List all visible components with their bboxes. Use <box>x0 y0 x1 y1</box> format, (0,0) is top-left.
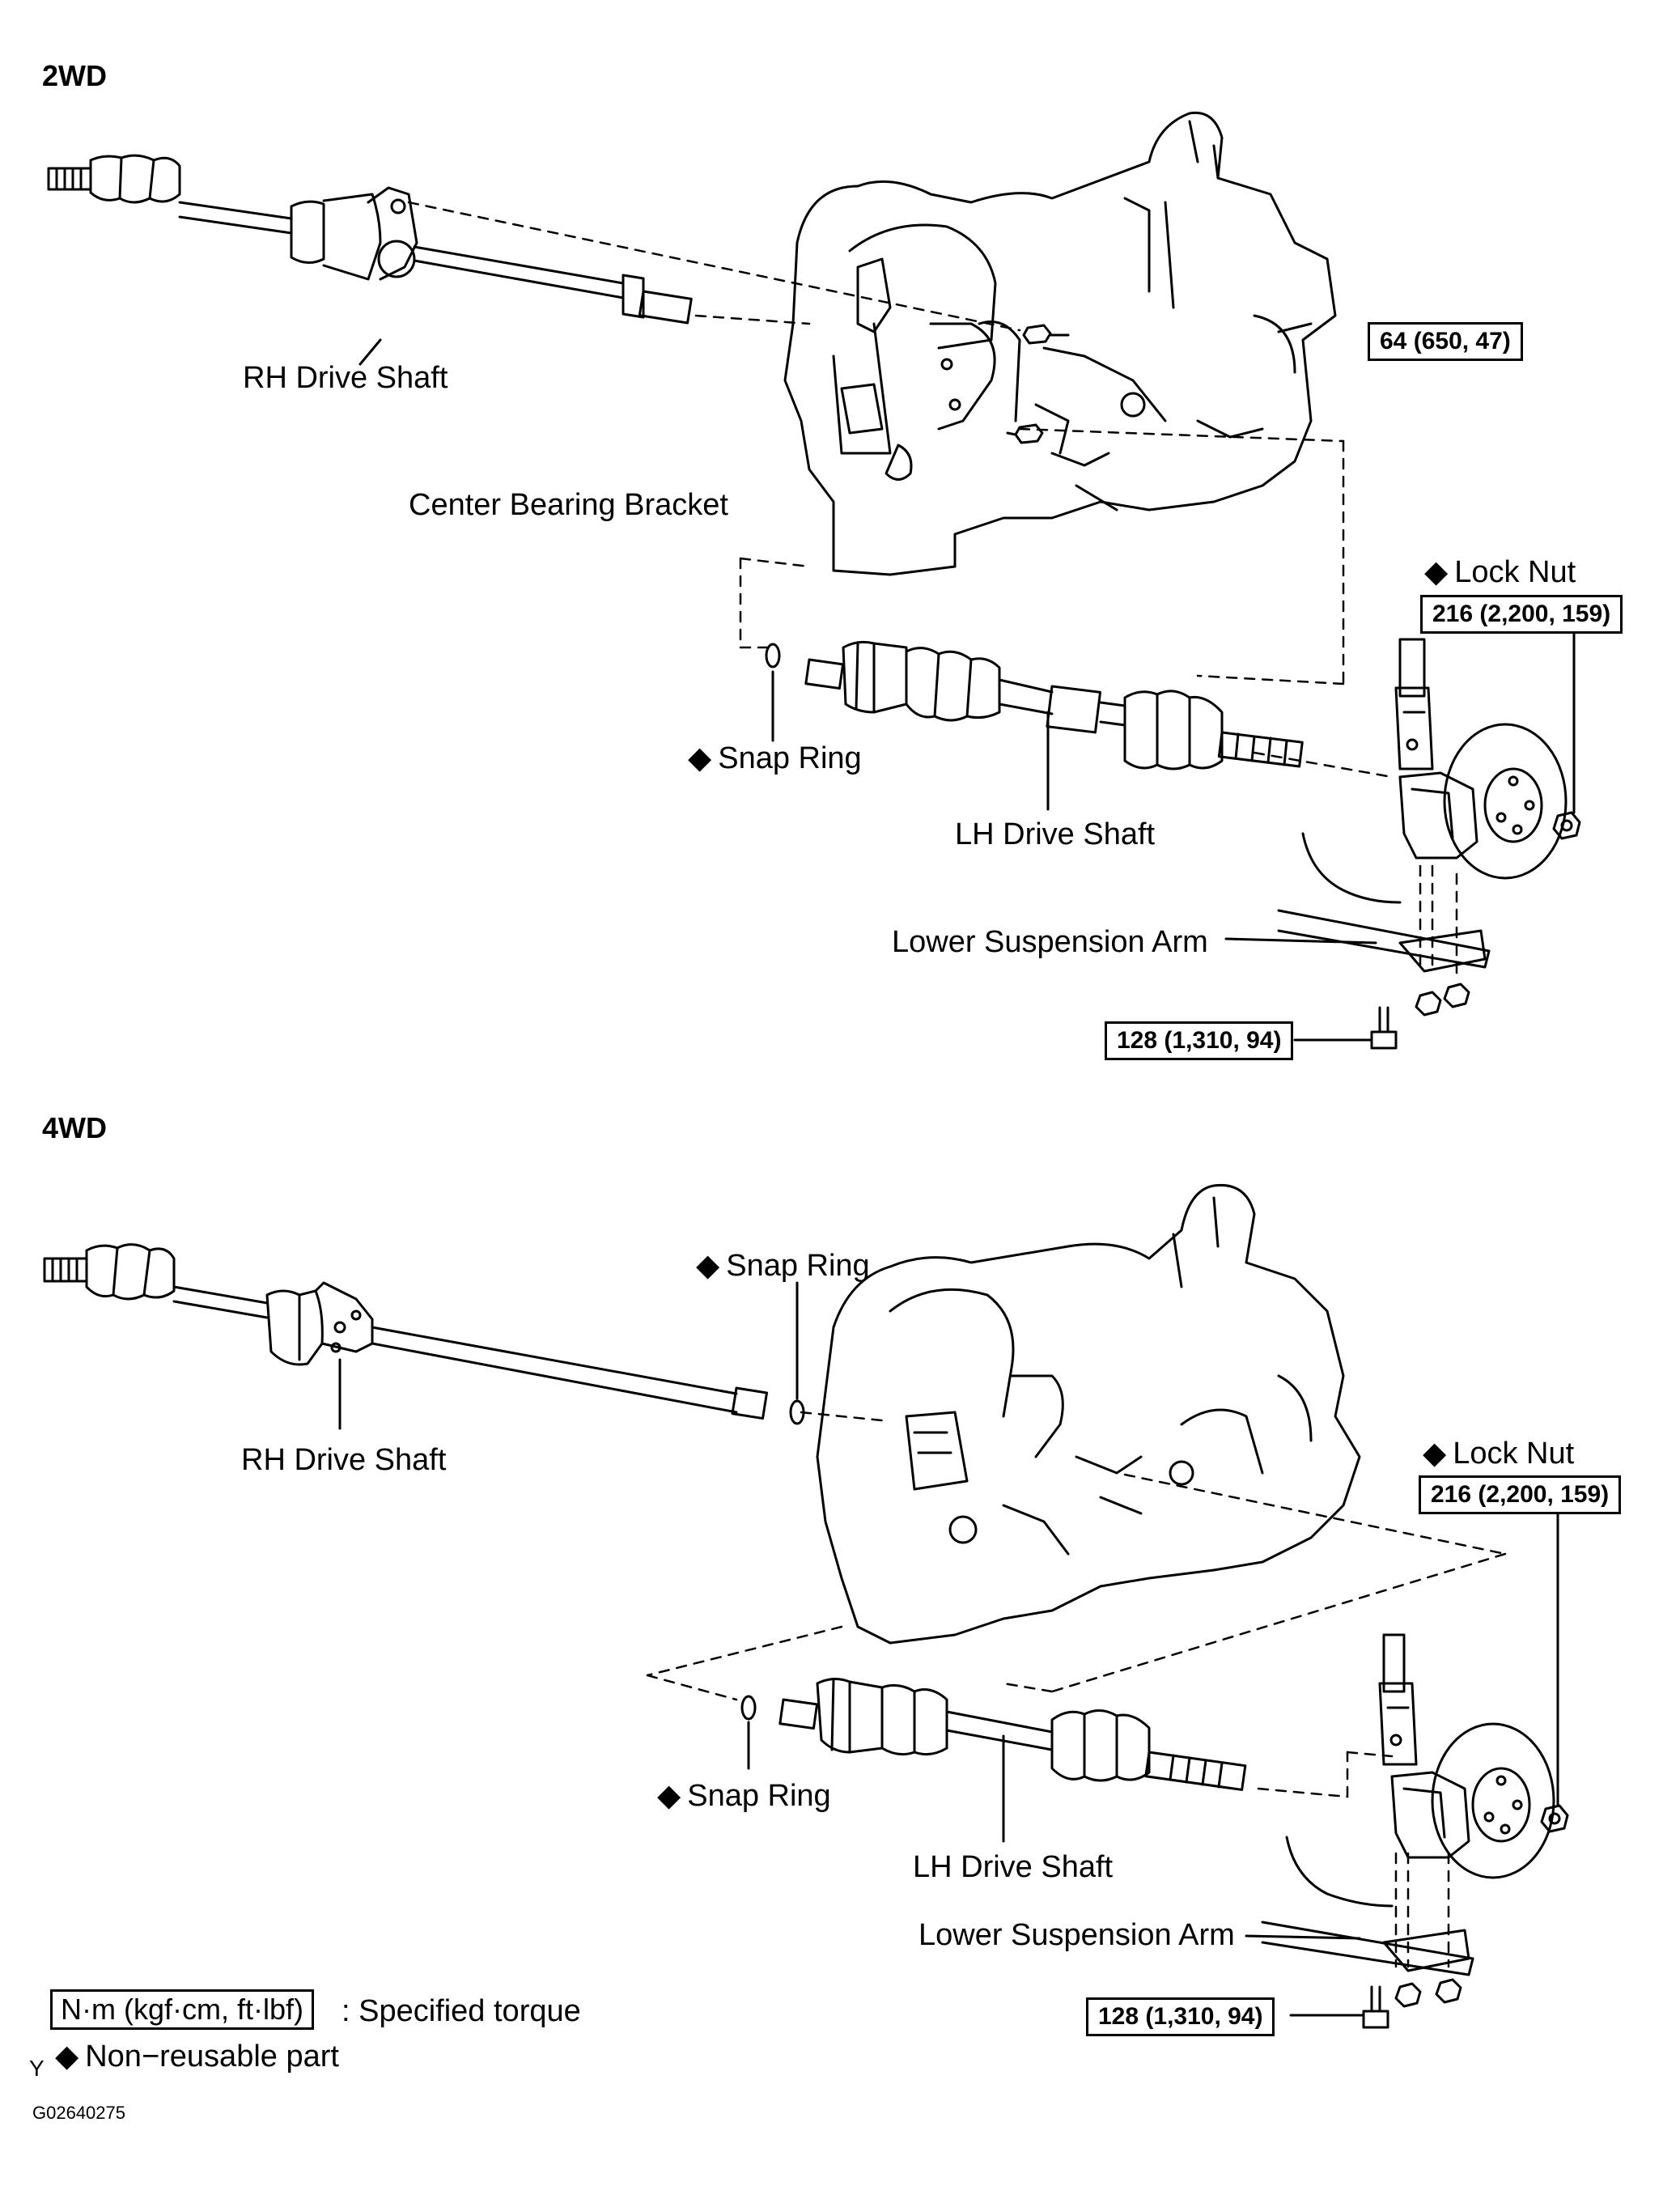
non-reusable-diamond-icon: ◆ <box>1424 555 1449 589</box>
lock-nut-text-4wd: Lock Nut <box>1453 1437 1575 1471</box>
lh-drive-shaft-label-2wd: LH Drive Shaft <box>955 817 1156 851</box>
figure-code: G02640275 <box>32 2103 125 2123</box>
knuckle-4wd-drawing <box>1378 1633 1555 1879</box>
rh-drive-shaft-4wd-drawing <box>43 1243 769 1420</box>
lower-suspension-arm-label-2wd: Lower Suspension Arm <box>892 925 1208 959</box>
knuckle-2wd-drawing <box>1394 638 1568 880</box>
snap-ring-label-2wd: ◆Snap Ring <box>688 743 862 774</box>
torque-arm-bolt-2wd: 128 (1,310, 94) <box>1105 1021 1294 1060</box>
lock-nut-text-2wd: Lock Nut <box>1454 555 1576 589</box>
torque-bracket-bolt-2wd: 64 (650, 47) <box>1368 322 1523 361</box>
snap-ring-text-4wd-upper: Snap Ring <box>726 1249 870 1283</box>
non-reusable-diamond-icon: ◆ <box>657 1779 681 1813</box>
non-reusable-diamond-icon: ◆ <box>55 2040 79 2074</box>
rh-drive-shaft-label-2wd: RH Drive Shaft <box>243 361 448 395</box>
y-mark: Y <box>29 2056 45 2081</box>
engine-4wd-drawing <box>816 1183 1361 1645</box>
snap-ring-text-2wd: Snap Ring <box>718 741 862 775</box>
legend-non-reusable-line: ◆Non−reusable part <box>55 2041 339 2072</box>
non-reusable-diamond-icon: ◆ <box>1423 1437 1447 1471</box>
snap-ring-label-4wd-lower: ◆Snap Ring <box>657 1781 831 1811</box>
legend-non-reusable-text: Non−reusable part <box>85 2040 339 2074</box>
lock-nut-label-4wd: ◆Lock Nut <box>1423 1438 1574 1469</box>
torque-lock-nut-2wd: 216 (2,200, 159) <box>1420 595 1623 634</box>
lock-nut-label-2wd: ◆Lock Nut <box>1424 557 1576 588</box>
engine-2wd-drawing <box>783 111 1337 576</box>
legend-torque-unit-box: N·m (kgf·cm, ft·lbf) <box>50 1989 314 2030</box>
section-header-2wd: 2WD <box>42 59 107 92</box>
rh-drive-shaft-2wd-drawing <box>47 154 693 325</box>
legend-specified-torque-text: : Specified torque <box>342 1994 581 2028</box>
lh-drive-shaft-label-4wd: LH Drive Shaft <box>913 1850 1114 1884</box>
snap-ring-text-4wd-lower: Snap Ring <box>687 1779 831 1813</box>
section-header-4wd: 4WD <box>42 1111 107 1144</box>
lh-drive-shaft-4wd-drawing <box>778 1678 1247 1791</box>
rh-drive-shaft-label-4wd: RH Drive Shaft <box>241 1443 447 1477</box>
non-reusable-diamond-icon: ◆ <box>688 741 712 775</box>
snap-ring-label-4wd-upper: ◆Snap Ring <box>696 1250 870 1281</box>
torque-arm-bolt-4wd: 128 (1,310, 94) <box>1086 1997 1275 2036</box>
lower-suspension-arm-label-4wd: Lower Suspension Arm <box>918 1918 1235 1952</box>
center-bearing-bracket-label: Center Bearing Bracket <box>409 488 728 522</box>
non-reusable-diamond-icon: ◆ <box>696 1249 720 1283</box>
torque-lock-nut-4wd: 216 (2,200, 159) <box>1419 1475 1622 1514</box>
lh-drive-shaft-2wd-drawing <box>804 640 1304 770</box>
